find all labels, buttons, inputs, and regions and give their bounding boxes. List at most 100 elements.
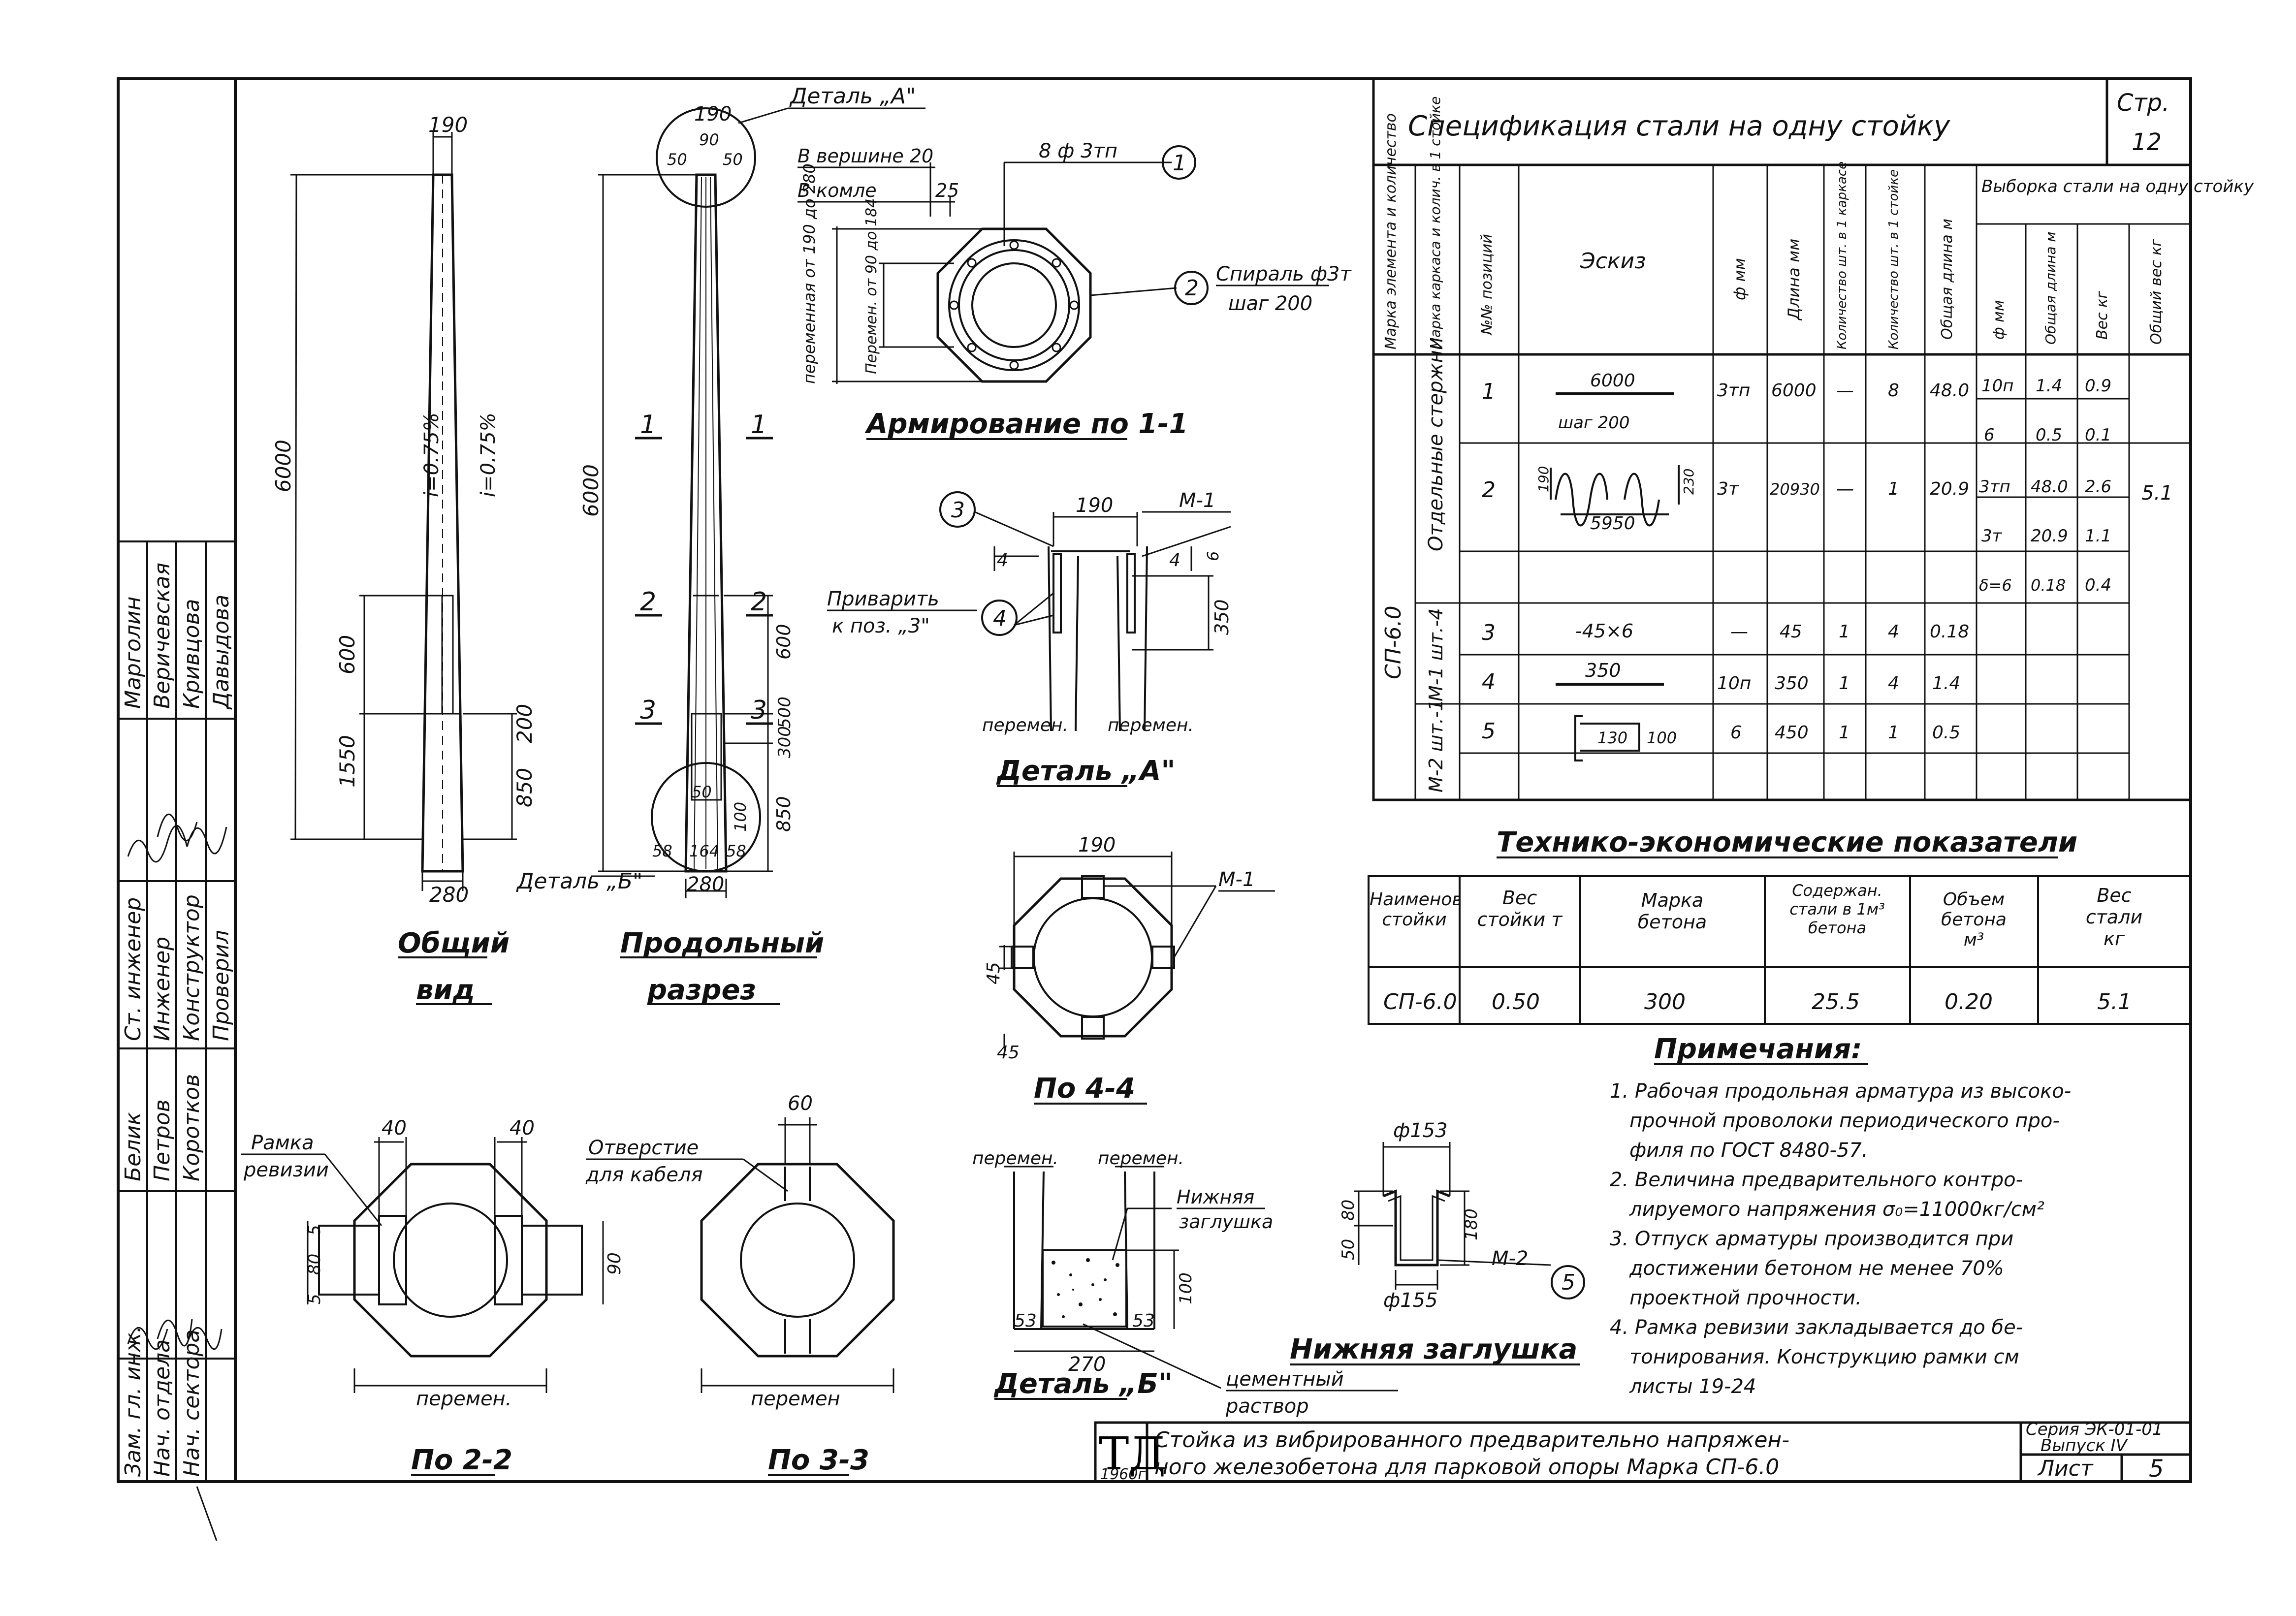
spec-h-element: Марка элемента и количество [1382, 113, 1400, 349]
spec-r3-qc: 1 [1839, 622, 1850, 642]
signatures [127, 813, 227, 1541]
db-dim-270: 270 [1068, 1353, 1106, 1376]
gv-dim-850: 850 [512, 768, 537, 807]
db-dim-53b: 53 [1132, 1311, 1155, 1331]
spec-r3-qp: 4 [1888, 622, 1899, 642]
db-plug: Нижняя [1177, 1186, 1254, 1208]
spec-r4-len: 350 [1775, 673, 1809, 694]
spec-group-m1: М-1 шт.-4 [1425, 608, 1447, 701]
ls-dim-190: 190 [694, 103, 732, 126]
tech-v-4: 0.20 [1945, 989, 1993, 1014]
da-dim-350: 350 [1211, 599, 1233, 635]
gv-dim-280: 280 [429, 883, 469, 907]
detail-b-view: перемен. перемен. Нижняя заглушка 100 53… [972, 1148, 1398, 1418]
side-stamp: Зам. гл. инж. Нач. отдела Нач. сектора С… [118, 540, 235, 1541]
v22-dim-5a: 5 [305, 1225, 324, 1236]
arm-11-view: 1 2 8 ф 3тп В вершине 20 В комле 25 пере… [797, 140, 1352, 440]
tech-h-1: Вес стойки т [1477, 887, 1563, 930]
da-m1: М-1 [1179, 489, 1215, 512]
arm-spiral-step: шаг 200 [1228, 292, 1312, 315]
spec-h-dia: ф мм [1730, 258, 1749, 300]
gv-dim-600: 600 [335, 635, 359, 674]
tech-h-5: Вес стали кг [2085, 885, 2143, 950]
note-line-2: филя по ГОСТ 8480-57. [1629, 1139, 1868, 1162]
stamp-role-4: Инженер [150, 937, 175, 1041]
stamp-name-4: Веричевская [150, 563, 175, 709]
ls-caption: Продольный разрез [620, 927, 824, 1006]
v22-octagon [353, 1163, 548, 1358]
spec-r5-len: 450 [1775, 723, 1809, 743]
call-detail-a: Деталь „А" [789, 84, 916, 109]
callout-4: 4 [993, 606, 1007, 631]
sel-r3-len: 48.0 [2031, 477, 2068, 497]
ls-dim-50a: 50 [667, 150, 687, 169]
tech-v-0: СП-6.0 [1383, 989, 1457, 1014]
v33-hole: Отверстие [588, 1137, 699, 1159]
tb-line1: Стойка из вибрированного предварительно … [1154, 1427, 1789, 1453]
spec-r5-qc: 1 [1839, 723, 1850, 743]
gv-slope-right: i=0.75% [477, 412, 500, 497]
da-dim-6: 6 [1204, 551, 1222, 561]
tb-logo: ТД [1099, 1427, 1166, 1480]
spec-group-rods: Отдельные стержни [1425, 337, 1447, 551]
tech-v-3: 25.5 [1812, 989, 1860, 1014]
db-perem-2: перемен. [1098, 1148, 1184, 1169]
spec-r5-tl: 0.5 [1932, 723, 1960, 743]
tb-year: 1960г [1100, 1466, 1146, 1483]
spec-h-length: Длина мм [1785, 239, 1803, 321]
v22-dim-5b: 5 [305, 1294, 324, 1304]
spec-h-sel-dia: ф мм [1990, 300, 2008, 340]
mortar-hatch [1052, 1258, 1119, 1318]
spec-r2-step: шаг 200 [1558, 413, 1630, 433]
v33-dim-60: 60 [788, 1092, 813, 1115]
v22-frame: Рамка [251, 1132, 314, 1154]
tech-table: Технико-экономические показатели Наимено… [1368, 826, 2192, 1025]
note-line-5: 3. Отпуск арматуры производится при [1610, 1228, 2013, 1250]
spec-element-mark: СП-6.0 [1381, 605, 1406, 679]
arm-perem-a: переменная от 190 до 280 [800, 163, 819, 384]
cut-3-right: 3 [751, 696, 767, 725]
tech-h-2: Марка бетона [1637, 889, 1707, 933]
ls-dim-90: 90 [699, 130, 719, 149]
ls-dim-100: 100 [731, 802, 750, 832]
spec-r2-qc: — [1836, 479, 1854, 499]
spec-r2-dia: 3т [1717, 479, 1739, 499]
tb-sheet-label: Лист [2037, 1456, 2094, 1481]
arm-spiral: Спираль ф3т [1216, 263, 1352, 285]
bp-m2: М-2 [1492, 1247, 1528, 1270]
spec-r2-pos: 2 [1482, 477, 1496, 503]
spec-h-sel-len: Общая длина м [2042, 231, 2059, 345]
da-dim-190: 190 [1076, 494, 1113, 517]
da-dim-4b: 4 [1169, 550, 1180, 570]
spec-r2-d230: 230 [1681, 469, 1697, 495]
v22-frame-2: ревизии [243, 1159, 329, 1181]
spec-r4-qp: 4 [1888, 673, 1899, 694]
bp-dim-50: 50 [1339, 1239, 1358, 1260]
ls-dim-600: 600 [773, 624, 795, 660]
v22-dim-40b: 40 [510, 1117, 535, 1140]
db-dim-100: 100 [1176, 1272, 1196, 1304]
cut-3-left: 3 [640, 696, 656, 725]
spec-h-tl: Общая длина м [1939, 219, 1956, 340]
sel-r1-w: 0.9 [2085, 376, 2111, 396]
arm-rods [949, 240, 1079, 370]
arm-octagon [936, 227, 1092, 383]
da-dim-4a: 4 [997, 550, 1008, 570]
tech-h-4: Объем бетона м³ [1941, 889, 2007, 950]
v44-dim-190: 190 [1078, 834, 1116, 856]
spec-r1-dia: 3тп [1717, 380, 1750, 401]
gv-caption: Общий вид [398, 927, 510, 1006]
ls-title-2: разрез [647, 974, 756, 1006]
spec-h-carcass: Марка каркаса и колич. в 1 стойке [1427, 96, 1443, 349]
ls-dim-850: 850 [773, 796, 795, 832]
bp-dim-180: 180 [1462, 1208, 1481, 1240]
stamp-role-0: Зам. гл. инж. [121, 1326, 146, 1477]
sel-r5-w: 0.4 [2085, 575, 2111, 595]
call-detail-b: Деталь „Б" [516, 869, 642, 894]
v44-title: По 4-4 [1034, 1073, 1135, 1105]
stamp-name-2: Коротков [179, 1074, 204, 1181]
gv-dim-190: 190 [428, 113, 468, 137]
gv-slope-left: i=0.75% [420, 412, 443, 497]
sel-r4-w: 1.1 [2085, 526, 2111, 546]
